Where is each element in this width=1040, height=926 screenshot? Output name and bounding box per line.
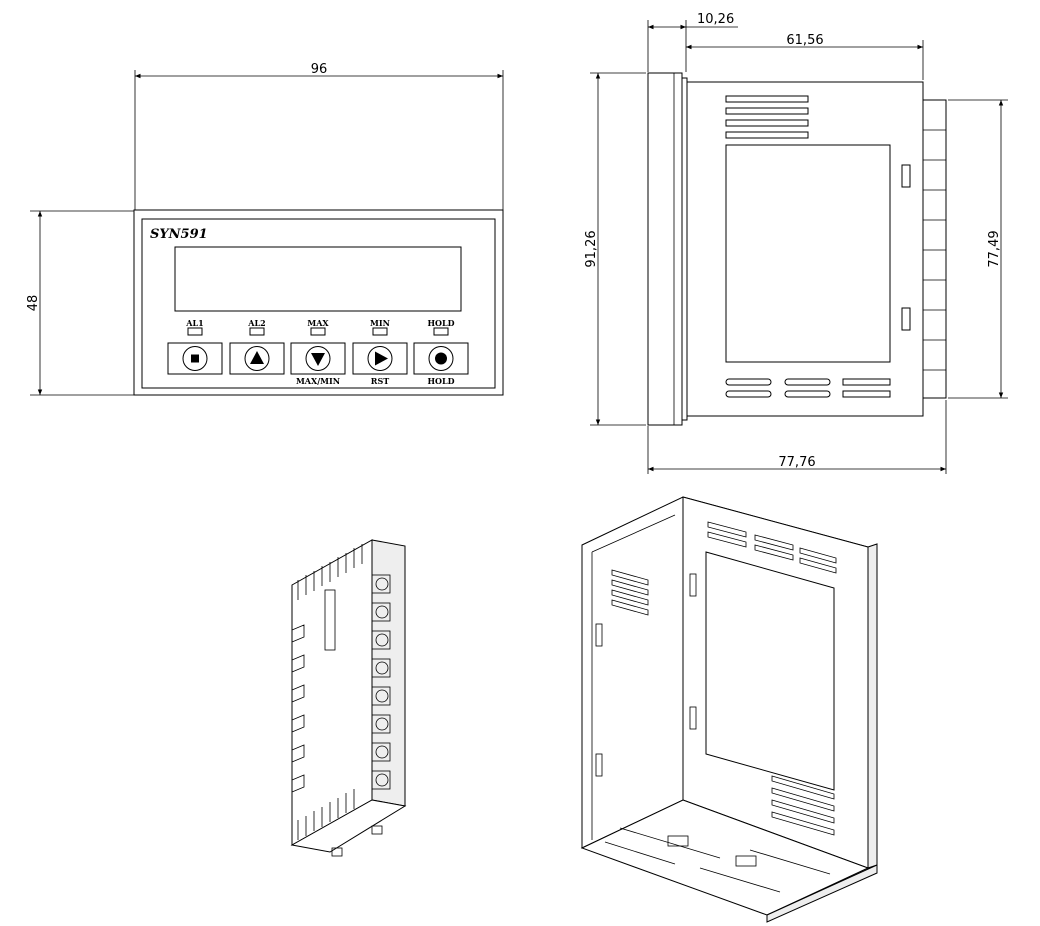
led-min (372, 327, 388, 336)
housing-isometric (580, 496, 878, 923)
bezel-height-dimension: 91,26 (584, 230, 599, 267)
button-label-rst: RST (371, 376, 389, 386)
front-view: 96 48 SYN591 AL1 AL2 MAX MIN HOLD (26, 62, 504, 396)
height-dimension: 48 (26, 295, 41, 312)
indicator-label-max: MAX (307, 318, 329, 328)
indicator-label-hold: HOLD (427, 318, 454, 328)
housing-label-area (705, 551, 835, 791)
button-group: MAX/MIN RST HOLD (167, 342, 469, 386)
side-bezel (647, 72, 683, 426)
stop-icon (191, 354, 199, 363)
led-hold (433, 327, 449, 336)
brand-label: SYN591 (150, 227, 208, 242)
indicator-group: AL1 AL2 MAX MIN HOLD (185, 318, 455, 336)
button-label-hold: HOLD (427, 376, 454, 386)
indicator-label-al1: AL1 (185, 318, 203, 328)
side-view: 10,26 61,56 77,76 91,26 77,49 (584, 12, 1008, 474)
led-al1 (187, 327, 203, 336)
terminal-block-isometric (290, 539, 407, 857)
bezel-depth-dimension: 10,26 (697, 12, 734, 27)
led-max (310, 327, 326, 336)
body-height-dimension: 77,49 (987, 230, 1002, 267)
play-icon (375, 351, 388, 366)
indicator-label-min: MIN (370, 318, 390, 328)
side-label-area (725, 144, 891, 363)
button-label-max-min: MAX/MIN (296, 376, 340, 386)
total-depth-dimension: 77,76 (778, 455, 815, 470)
down-triangle-icon (311, 353, 325, 366)
body-depth-dimension: 61,56 (786, 33, 823, 48)
width-dimension: 96 (311, 62, 328, 77)
side-terminal-block (922, 99, 947, 399)
indicator-label-al2: AL2 (247, 318, 265, 328)
up-triangle-icon (250, 351, 264, 364)
led-al2 (249, 327, 265, 336)
record-icon (435, 352, 447, 365)
display-window (174, 246, 462, 312)
